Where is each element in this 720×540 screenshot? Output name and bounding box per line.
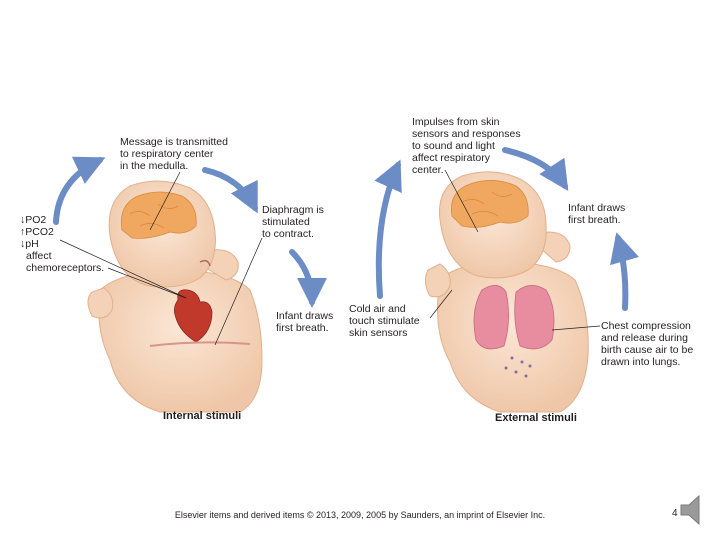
brain-icon-2 [451,180,529,228]
label-ph: pH [25,238,39,250]
flow-arrows [53,147,639,311]
infant-mouth [199,259,211,267]
slide-number: 4 [672,508,678,519]
label-po2: PO2 [25,214,47,226]
lungs-icon [473,285,555,350]
arrow-medulla-to-diaphragm [202,167,258,214]
infant-body-2 [437,261,589,413]
arrow-diaphragm-to-breath [289,249,327,308]
brain-icon [120,191,197,239]
up-arrow-icon: ↑ [20,226,26,238]
infant-external-illustration [424,169,601,413]
label-chest-compression: Chest compression and release during bir… [601,320,694,368]
down-arrow-icon: ↓ [20,238,26,250]
arrow-impulses-to-breath [502,147,569,192]
speaker-icon[interactable] [675,490,715,530]
label-chemoreceptors: ↓PO2 ↑PCO2 ↓pH affect chemoreceptors. [20,214,104,274]
heart-icon [174,289,213,343]
label-affect-chemoreceptors: affect chemoreceptors. [26,250,105,274]
infant-internal-illustration [59,171,263,413]
label-diaphragm: Diaphragm is stimulated to contract. [262,204,324,240]
arrow-cold-to-impulses [374,159,402,299]
caption-internal-stimuli: Internal stimuli [163,410,242,422]
arrow-chest-to-breath [610,232,639,311]
label-impulses: Impulses from skin sensors and responses… [412,116,521,176]
infant-arm-left [87,287,114,319]
copyright-footer: Elsevier items and derived items © 2013,… [174,510,546,520]
label-cold-air: Cold air and touch stimulate skin sensor… [349,303,420,339]
label-infant-draws-breath-internal: Infant draws first breath. [276,310,334,334]
caption-external-stimuli: External stimuli [495,412,577,424]
arrow-chemo-to-medulla [53,156,106,225]
label-message-transmitted: Message is transmitted to respiratory ce… [120,136,228,172]
air-dots [504,356,532,378]
infant-arm-left-2 [424,263,451,298]
label-infant-draws-breath-external: Infant draws first breath. [568,202,626,226]
down-arrow-icon: ↓ [20,214,26,226]
label-pco2: PCO2 [25,226,54,238]
